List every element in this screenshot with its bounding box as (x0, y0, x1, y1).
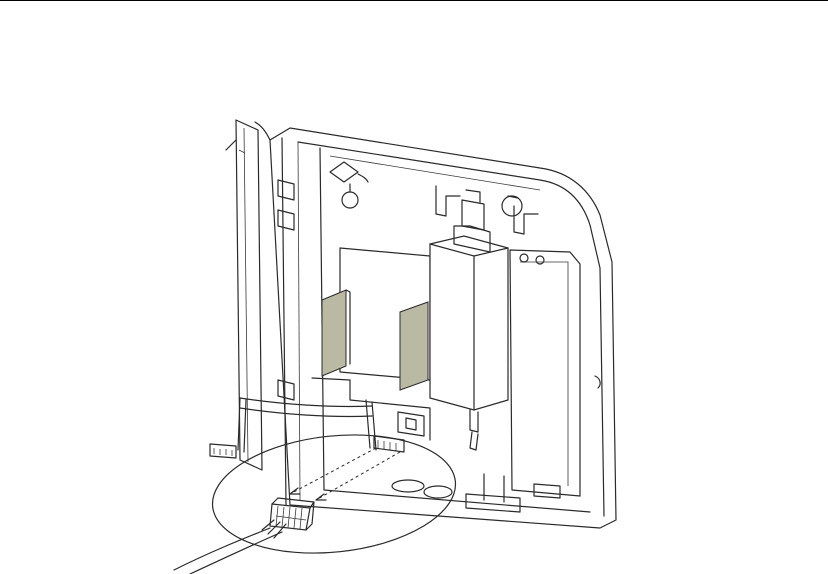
hinged-door (226, 120, 270, 470)
field-wiring-cable (174, 520, 286, 574)
board-header-connector (374, 412, 424, 452)
power-supply-module (430, 190, 508, 450)
ribbon-end-connector (210, 444, 236, 458)
ribbon-cable (238, 398, 376, 452)
mounting-plate (312, 248, 430, 440)
